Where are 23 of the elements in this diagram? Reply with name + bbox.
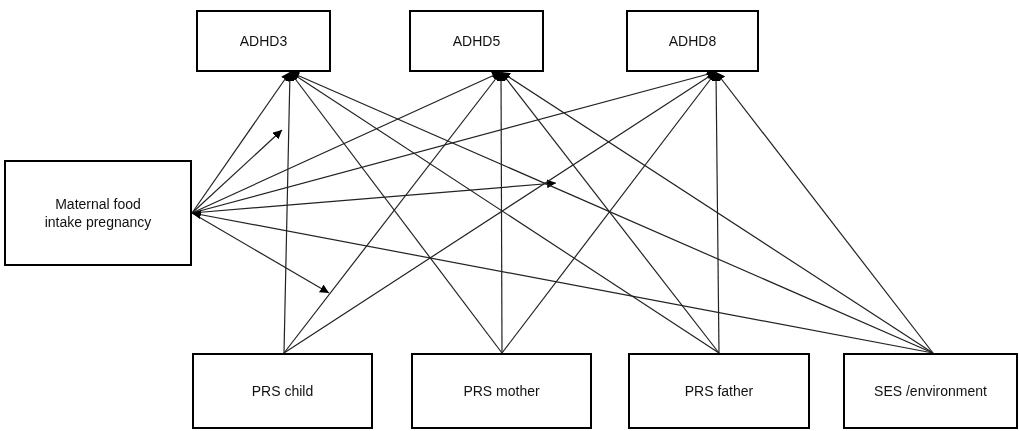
box-label: ADHD5: [452, 31, 501, 51]
variable-box: [192, 353, 373, 429]
arrow: [283, 71, 295, 354]
variable-box: [4, 160, 192, 266]
box-label: ADHD8: [668, 31, 717, 51]
box-label: ADHD3: [239, 31, 288, 51]
arrow: [715, 71, 934, 354]
arrow: [711, 71, 721, 354]
variable-box: [409, 10, 544, 72]
arrow: [191, 129, 283, 214]
box-label: PRS mother: [463, 381, 540, 401]
variable-box: [628, 353, 810, 429]
box-label: PRS child: [251, 381, 314, 401]
box-label: PRS father: [684, 381, 754, 401]
arrow: [191, 212, 330, 294]
variable-box: [843, 353, 1018, 429]
box-label: Maternal food intake pregnancy: [43, 194, 153, 232]
variable-box: [626, 10, 759, 72]
arrow: [500, 71, 934, 354]
variable-box: [196, 10, 331, 72]
box-label: SES /environment: [874, 381, 987, 401]
variable-box: [411, 353, 592, 429]
arrow: [496, 71, 506, 354]
